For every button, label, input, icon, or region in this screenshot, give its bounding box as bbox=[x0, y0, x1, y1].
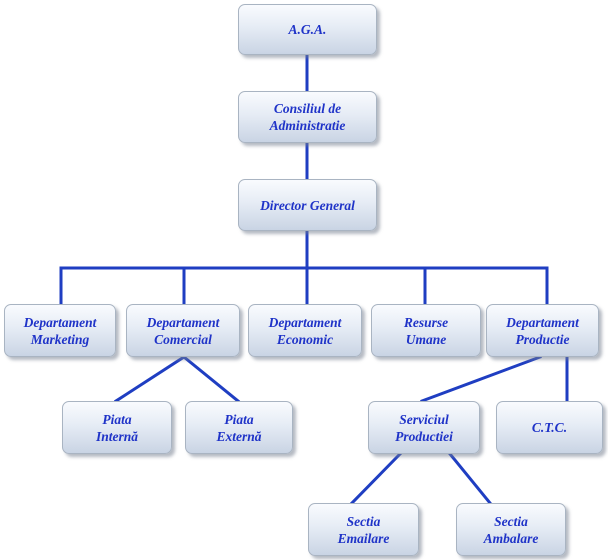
connector-serviciul-emailare bbox=[349, 451, 403, 506]
node-sectia-ambalare: Sectia Ambalare bbox=[456, 503, 566, 556]
node-piata-externa-line-2: Externă bbox=[216, 428, 262, 444]
node-ambalare-line-1: Sectia bbox=[494, 513, 528, 529]
connector-comercial-interna bbox=[113, 354, 187, 404]
node-economic-line-2: Economic bbox=[276, 331, 334, 347]
node-serviciul-line-2: Productiei bbox=[395, 428, 453, 444]
node-piata-interna-line-2: Internă bbox=[95, 428, 139, 444]
node-productie-line-1: Departament bbox=[506, 314, 579, 330]
connector-serviciul-ambalare bbox=[447, 451, 493, 506]
node-consiliu-line-1: Consiliul de bbox=[273, 101, 342, 116]
node-emailare-line-1: Sectia bbox=[346, 513, 381, 529]
connector-comercial-externa bbox=[181, 354, 241, 404]
node-serviciul-productiei: Serviciul Productiei bbox=[368, 401, 480, 454]
node-piata-interna-line-1: Piata bbox=[102, 411, 132, 427]
node-director: Director General bbox=[238, 179, 377, 231]
node-economic-line-1: Departament bbox=[268, 314, 342, 330]
node-sectia-emailare: Sectia Emailare bbox=[308, 503, 419, 556]
node-piata-interna: Piata Internă bbox=[62, 401, 172, 454]
node-aga: A.G.A. bbox=[238, 4, 377, 55]
node-marketing-line-1: Departament bbox=[23, 314, 97, 330]
node-piata-externa: Piata Externă bbox=[185, 401, 293, 454]
node-resurse-line-2: Umane bbox=[405, 331, 447, 347]
node-director-line-1: Director General bbox=[260, 197, 355, 213]
node-marketing: Departament Marketing bbox=[4, 304, 116, 357]
connector-productie-serviciul bbox=[420, 355, 542, 403]
node-productie-line-2: Productie bbox=[515, 331, 570, 347]
node-comercial-line-1: Departament bbox=[146, 314, 220, 330]
node-productie: Departament Productie bbox=[486, 304, 599, 357]
node-ambalare-line-2: Ambalare bbox=[483, 530, 539, 546]
node-comercial-line-2: Comercial bbox=[154, 331, 212, 347]
node-consiliu-line-2: Administratie bbox=[269, 118, 346, 133]
node-consiliu: Consiliul de Administratie bbox=[238, 91, 377, 143]
node-piata-externa-line-1: Piata bbox=[224, 411, 254, 427]
node-comercial: Departament Comercial bbox=[126, 304, 240, 357]
node-ctc-line-1: C.T.C. bbox=[531, 420, 568, 435]
node-resurse-line-1: Resurse bbox=[403, 314, 449, 330]
node-resurse: Resurse Umane bbox=[371, 304, 481, 357]
node-serviciul-line-1: Serviciul bbox=[399, 411, 449, 427]
node-ctc: C.T.C. bbox=[496, 401, 603, 454]
node-economic: Departament Economic bbox=[248, 304, 362, 357]
node-aga-line-1: A.G.A. bbox=[288, 22, 327, 37]
node-marketing-line-2: Marketing bbox=[30, 331, 90, 347]
node-emailare-line-2: Emailare bbox=[337, 530, 390, 546]
